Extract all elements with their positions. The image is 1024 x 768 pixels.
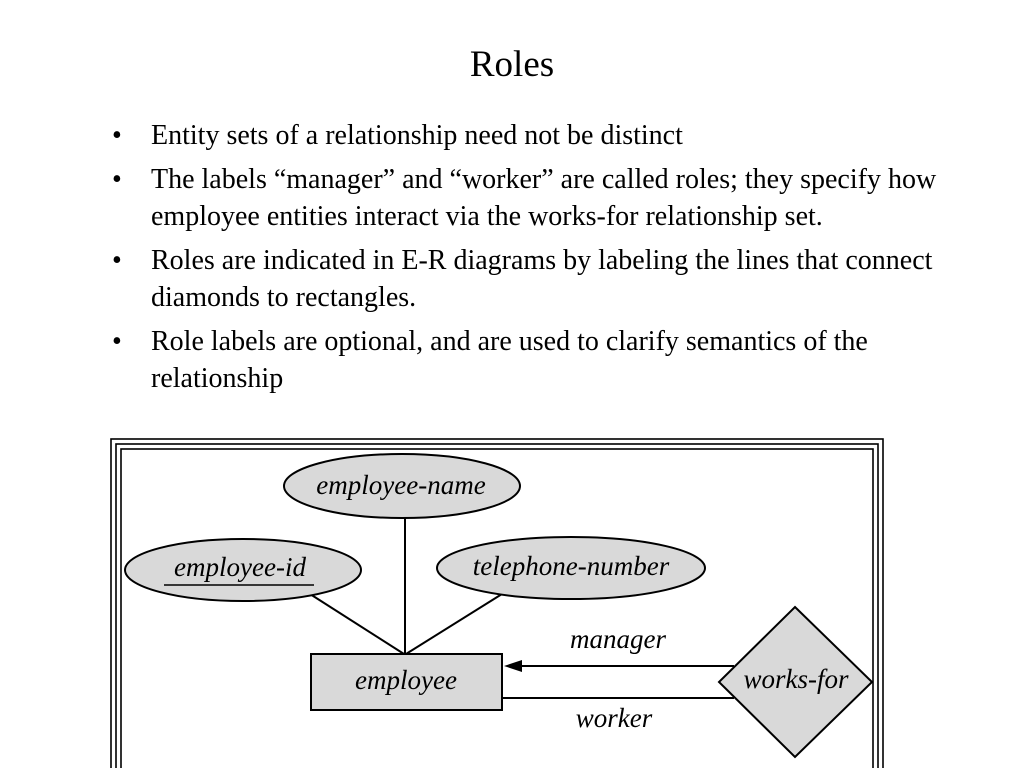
bullet-item: • Entity sets of a relationship need not… [112,117,972,154]
attribute-label-telephone-number: telephone-number [473,551,670,581]
bullet-text: Entity sets of a relationship need not b… [151,120,683,151]
bullet-text: The labels “manager” and “worker” are ca… [151,164,937,232]
relationship-label-works-for: works-for [743,664,849,694]
entity-rectangle-employee [310,653,503,711]
relationship-diamond-works-for [717,605,874,759]
attribute-label-employee-name: employee-name [316,470,485,500]
entity-label-employee: employee [355,665,457,695]
line-phone-to-employee [405,593,503,655]
role-label-manager: manager [570,624,666,654]
bullet-item: • Roles are indicated in E-R diagrams by… [112,242,972,316]
slide-title: Roles [469,44,555,85]
attribute-ellipse-employee-name [283,453,521,519]
bullet-text: Roles are indicated in E-R diagrams by l… [151,245,933,313]
bullet-item: • Role labels are optional, and are used… [112,323,972,397]
bullet-dot-icon: • [112,245,122,276]
bullet-text: Role labels are optional, and are used t… [151,326,868,394]
diagram-frame [110,438,884,768]
bullet-list: • Entity sets of a relationship need not… [112,117,972,404]
bullet-dot-icon: • [112,120,122,151]
bullet-dot-icon: • [112,326,122,357]
connector-lines [309,518,734,699]
line-id-to-employee [309,593,405,655]
attribute-label-employee-id: employee-id [174,552,306,582]
attribute-ellipse-telephone-number [436,536,706,600]
bullet-item: • The labels “manager” and “worker” are … [112,161,972,235]
manager-arrow-icon [504,660,522,672]
bullet-dot-icon: • [112,164,122,195]
role-label-worker: worker [576,703,653,733]
